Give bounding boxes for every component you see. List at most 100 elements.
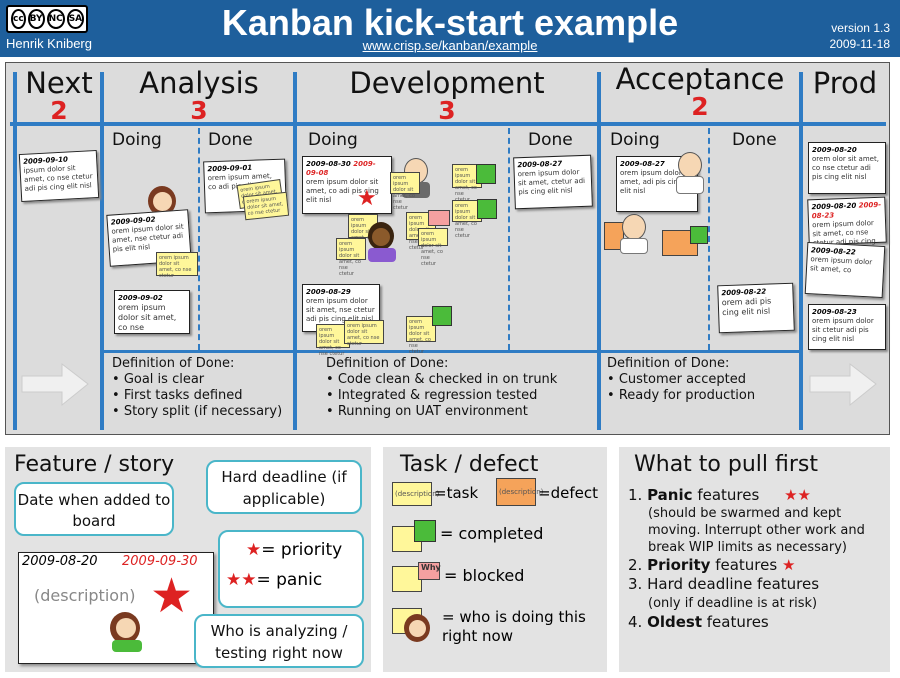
person-body	[620, 238, 648, 254]
dod-item: • Goal is clear	[112, 372, 205, 387]
story-card[interactable]: 2009-08-20 orem olor sit amet, co nse ct…	[808, 142, 886, 194]
story-card[interactable]: 2009-08-20 2009-08-23 orem ipsum dolor s…	[807, 196, 887, 256]
card-text: orem ipsum dolor sit amet, ctetur adi pi…	[517, 168, 586, 197]
dod-title: Definition of Done:	[326, 356, 449, 371]
card-date: 2009-08-30 2009-09-08	[306, 160, 388, 178]
task-note[interactable]: orem ipsum dolor sit amet, co nse ctetur	[156, 252, 198, 279]
card-text: orem ipsum dolor sit amet, co nse	[118, 303, 177, 332]
completed-marker	[414, 520, 436, 542]
pull-list: 1. Panic features ★★ (should be swarmed …	[628, 486, 886, 632]
wip-limit-development: 3	[438, 96, 456, 125]
defect-note[interactable]	[604, 222, 624, 250]
dod-item: • First tasks defined	[112, 388, 243, 403]
story-card[interactable]: 2009-08-22 orem ipsum dolor sit amet, co	[804, 241, 886, 299]
pull-item-rest: features	[697, 486, 760, 504]
split-line	[708, 128, 710, 350]
task-note[interactable]: orem ipsum dolor sit amet, co nse ctetur	[336, 238, 366, 277]
source-link[interactable]: www.crisp.se/kanban/example	[362, 38, 538, 53]
panic-key-row: ★★= panic	[226, 570, 322, 590]
page-title: Kanban kick-start example	[221, 2, 679, 43]
story-card[interactable]: 2009-08-27 orem ipsum dolor sit amet, ct…	[513, 154, 593, 210]
person-face	[116, 618, 136, 638]
wip-limit-analysis: 3	[190, 96, 208, 125]
dod-item-text: Ready for production	[618, 388, 756, 403]
blocked-key-label: = blocked	[444, 566, 525, 585]
person-body	[112, 640, 142, 652]
dod-item: • Integrated & regression tested	[326, 388, 538, 403]
sub-done-analysis: Done	[208, 130, 253, 150]
pull-item: 1. Panic features ★★	[628, 486, 886, 505]
dod-analysis: Definition of Done: • Goal is clear • Fi…	[112, 356, 298, 420]
story-card[interactable]: 2009-08-30 2009-09-08 orem ipsum dolor s…	[302, 156, 392, 214]
dod-item: • Code clean & checked in on trunk	[326, 372, 558, 387]
person-face	[372, 228, 390, 246]
task-note[interactable]: orem ipsum dolor sit amet, co nse ctetur	[390, 172, 420, 211]
pull-item-num: 1.	[628, 486, 643, 504]
flow-arrow-icon	[21, 362, 89, 407]
col-title-next: Next	[25, 66, 93, 100]
cc-icon: cc	[11, 9, 26, 29]
col-line	[100, 72, 104, 430]
card-text: orem ipsum dolor sit amet, nse ctetur ad…	[111, 222, 184, 254]
sub-doing-development: Doing	[308, 130, 358, 150]
example-card-date: 2009-08-20	[22, 554, 98, 569]
person-body	[676, 176, 704, 194]
pull-item-rest: (should be swarmed and kept moving. Inte…	[648, 506, 865, 555]
pull-legend-panel	[619, 447, 890, 672]
completed-key-label: = completed	[440, 524, 544, 543]
task-note[interactable]: orem ipsum dolor sit amet, co nse ctetur	[418, 228, 448, 267]
version-label: version 1.3	[831, 21, 890, 35]
col-title-analysis: Analysis	[139, 66, 259, 100]
pull-item-rest: Hard deadline features	[647, 575, 820, 593]
dod-item-text: Story split (if necessary)	[123, 404, 283, 419]
person-avatar	[678, 152, 702, 178]
pull-item: (should be swarmed and kept moving. Inte…	[628, 505, 886, 556]
completed-marker	[432, 306, 452, 326]
col-title-acceptance: Acceptance	[615, 62, 785, 96]
author: Henrik Kniberg	[6, 36, 92, 51]
task-note[interactable]: orem ipsum dolor sit amet, co nse ctetur	[242, 191, 290, 221]
panic-label: = panic	[256, 570, 323, 590]
completed-marker	[477, 199, 497, 219]
card-text: orem adi pis cing elit nisl	[721, 296, 772, 318]
task-key-label: =task	[434, 484, 479, 502]
story-card[interactable]: 2009-09-02 orem ipsum dolor sit amet, co…	[114, 290, 190, 334]
card-text: orem ipsum dolor sit amet, nse ctetur ad…	[306, 297, 375, 323]
task-note[interactable]: orem ipsum dolor sit amet, co nse ctetur	[344, 320, 384, 347]
split-line	[508, 128, 510, 350]
double-star-icon: ★★	[784, 486, 811, 504]
story-card[interactable]: 2009-08-23 orem ipsum dolor sit ctetur a…	[808, 304, 886, 350]
pull-item: 4. Oldest features	[628, 613, 886, 632]
task-note[interactable]: orem ipsum dolor sit amet, co nse ctetur	[406, 316, 436, 355]
pull-item-num: 4.	[628, 613, 643, 631]
wip-limit-next: 2	[50, 96, 68, 125]
split-line	[198, 128, 200, 350]
card-date: 2009-08-23	[812, 308, 857, 316]
dod-item-text: Code clean & checked in on trunk	[337, 372, 558, 387]
col-line	[597, 72, 601, 430]
priority-star-icon: ★	[357, 186, 377, 211]
board-divider	[10, 122, 886, 126]
card-date: 2009-08-27	[620, 160, 665, 168]
wip-limit-acceptance: 2	[691, 92, 709, 121]
col-title-prod: Prod	[812, 66, 878, 100]
pull-item-rest: features	[715, 556, 778, 574]
card-text: orem ipsum dolor sit amet, co adi pis ci…	[306, 178, 379, 204]
version-date: 2009-11-18	[829, 37, 891, 51]
card-date: 2009-08-29	[306, 288, 351, 296]
story-card[interactable]: 2009-08-22 orem adi pis cing elit nisl	[717, 282, 795, 334]
priority-label: = priority	[261, 540, 343, 560]
pull-item: 2. Priority features ★	[628, 556, 886, 575]
double-star-icon: ★★	[226, 570, 257, 590]
priority-star-icon: ★	[150, 568, 194, 624]
dod-development: Definition of Done: • Code clean & check…	[326, 356, 596, 420]
card-date-added: 2009-08-30	[306, 160, 351, 168]
header-bar	[0, 0, 900, 57]
pull-item-bold: Priority	[647, 556, 711, 574]
pull-item-num: 3.	[628, 575, 643, 593]
person-avatar	[622, 214, 646, 240]
completed-marker	[476, 164, 496, 184]
pull-item-rest: features	[706, 613, 769, 631]
cc-license-badge: cc BY NC SA	[6, 5, 88, 33]
story-card[interactable]: 2009-09-10 ipsum dolor sit amet, co nse …	[18, 149, 100, 203]
